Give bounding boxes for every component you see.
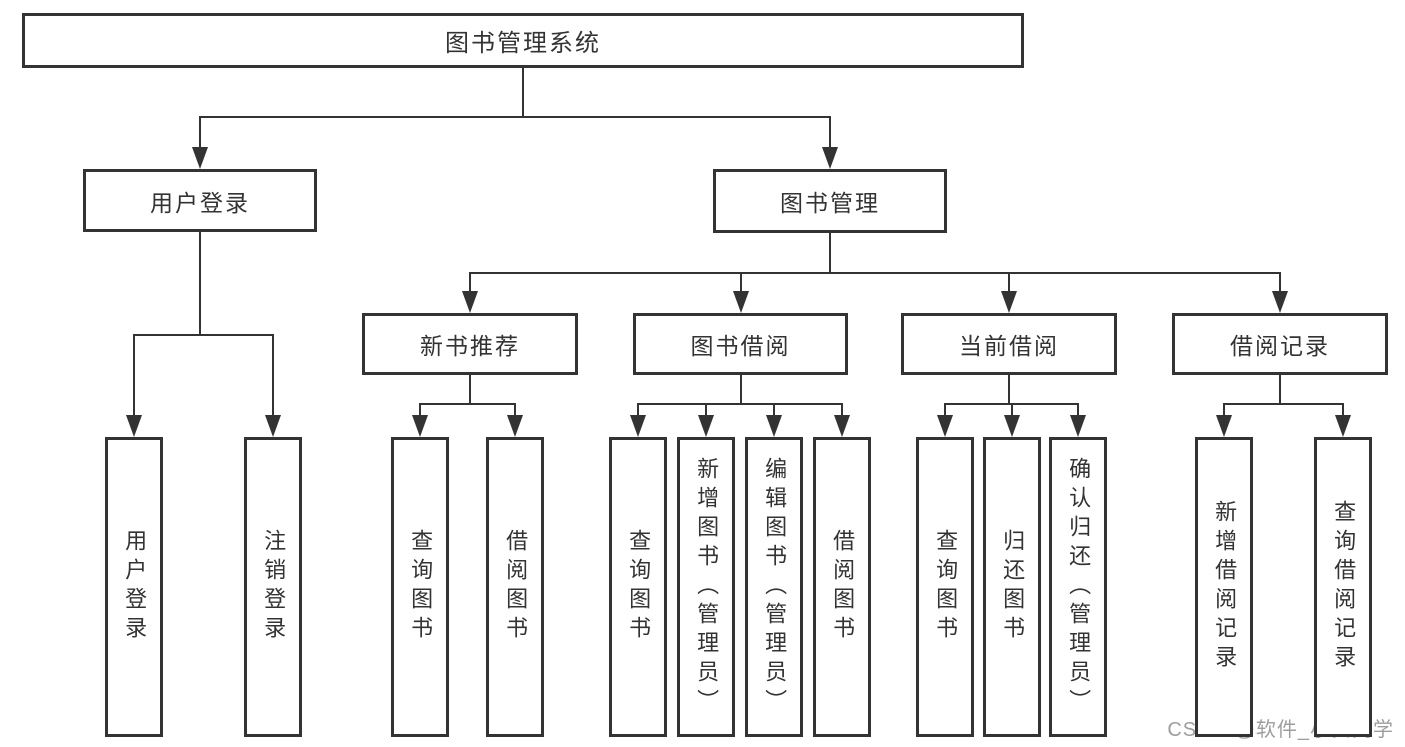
connector-vline xyxy=(1342,404,1344,417)
connector-vline xyxy=(1279,273,1281,293)
node-label: 注销登录 xyxy=(261,529,287,645)
node-label: 图书借阅 xyxy=(690,333,791,359)
node-book-management: 图书管理 xyxy=(713,169,947,233)
node-edit-books-admin: 编辑图书（管理员） xyxy=(745,437,803,737)
node-label: 借阅图书 xyxy=(503,529,529,645)
arrowhead-down-icon xyxy=(1070,415,1086,437)
connector-vline xyxy=(133,335,135,417)
node-label: 编辑图书（管理员） xyxy=(762,456,788,718)
arrowhead-down-icon xyxy=(822,147,838,169)
arrowhead-down-icon xyxy=(698,415,714,437)
arrowhead-down-icon xyxy=(630,415,646,437)
node-label: 新增借阅记录 xyxy=(1212,500,1238,674)
connector-vline xyxy=(469,375,471,404)
arrowhead-down-icon xyxy=(834,415,850,437)
connector-vline xyxy=(419,404,421,417)
node-label: 新增图书（管理员） xyxy=(694,456,720,718)
connector-vline xyxy=(1011,404,1013,417)
node-label: 新书推荐 xyxy=(420,333,520,359)
arrowhead-down-icon xyxy=(192,147,208,169)
node-label: 确认归还（管理员） xyxy=(1066,456,1092,718)
node-return-books: 归还图书 xyxy=(983,437,1041,737)
node-label: 查询借阅记录 xyxy=(1331,500,1357,674)
connector-vline xyxy=(841,404,843,417)
connector-vline xyxy=(514,404,516,417)
connector-vline xyxy=(199,117,201,149)
arrowhead-down-icon xyxy=(1272,291,1288,313)
node-query-borrow-record: 查询借阅记录 xyxy=(1314,437,1372,737)
arrowhead-down-icon xyxy=(1004,415,1020,437)
connector-hline xyxy=(133,334,274,336)
node-borrow-books: 借阅图书 xyxy=(813,437,871,737)
connector-vline xyxy=(829,233,831,273)
connector-hline xyxy=(1223,403,1344,405)
node-label: 查询图书 xyxy=(408,529,434,645)
connector-vline xyxy=(944,404,946,417)
connector-vline xyxy=(272,335,274,417)
connector-vline xyxy=(739,375,742,404)
arrowhead-down-icon xyxy=(937,415,953,437)
node-query-books: 查询图书 xyxy=(609,437,667,737)
connector-vline xyxy=(773,404,775,417)
connector-hline xyxy=(469,272,1281,274)
arrowhead-down-icon xyxy=(126,415,142,437)
node-add-books-admin: 新增图书（管理员） xyxy=(677,437,735,737)
node-library-management-system: 图书管理系统 xyxy=(22,13,1024,68)
node-label: 归还图书 xyxy=(1000,529,1026,645)
node-label: 查询图书 xyxy=(626,529,652,645)
node-confirm-return-admin: 确认归还（管理员） xyxy=(1049,437,1107,737)
node-borrow-books: 借阅图书 xyxy=(486,437,544,737)
node-user-login-op: 用户登录 xyxy=(105,437,163,737)
node-label: 借阅图书 xyxy=(830,529,856,645)
node-label: 当前借阅 xyxy=(959,333,1059,359)
connector-vline xyxy=(1008,375,1010,404)
connector-vline xyxy=(1008,273,1010,293)
arrowhead-down-icon xyxy=(732,291,749,313)
connector-vline xyxy=(199,232,201,335)
arrowhead-down-icon xyxy=(1216,415,1232,437)
node-label: 用户登录 xyxy=(150,189,250,216)
node-label: 图书管理系统 xyxy=(445,30,601,57)
connector-vline xyxy=(637,404,639,417)
arrowhead-down-icon xyxy=(265,415,281,437)
arrowhead-down-icon xyxy=(1335,415,1351,437)
node-query-books: 查询图书 xyxy=(916,437,974,737)
arrowhead-down-icon xyxy=(766,415,782,437)
connector-vline xyxy=(705,404,707,417)
connector-hline xyxy=(199,116,831,118)
arrowhead-down-icon xyxy=(462,291,478,313)
node-new-book-recommendation: 新书推荐 xyxy=(362,313,578,375)
connector-vline xyxy=(739,273,742,293)
node-borrowing-records: 借阅记录 xyxy=(1172,313,1388,375)
arrowhead-down-icon xyxy=(412,415,428,437)
node-query-books: 查询图书 xyxy=(391,437,449,737)
node-current-borrowing: 当前借阅 xyxy=(901,313,1117,375)
node-label: 图书管理 xyxy=(780,190,880,216)
connector-vline xyxy=(1223,404,1225,417)
connector-vline xyxy=(829,117,831,149)
node-logout-op: 注销登录 xyxy=(244,437,302,737)
arrowhead-down-icon xyxy=(1001,291,1017,313)
connector-vline xyxy=(469,273,471,293)
connector-vline xyxy=(1077,404,1079,417)
connector-hline xyxy=(419,403,516,405)
arrowhead-down-icon xyxy=(507,415,523,437)
connector-vline xyxy=(522,68,524,117)
node-label: 查询图书 xyxy=(933,529,959,645)
node-label: 借阅记录 xyxy=(1230,333,1330,359)
connector-hline xyxy=(637,403,843,405)
node-book-borrowing: 图书借阅 xyxy=(633,313,848,375)
connector-vline xyxy=(1279,375,1281,404)
node-label: 用户登录 xyxy=(122,529,148,645)
node-add-borrow-record: 新增借阅记录 xyxy=(1195,437,1253,737)
node-user-login: 用户登录 xyxy=(83,169,317,232)
